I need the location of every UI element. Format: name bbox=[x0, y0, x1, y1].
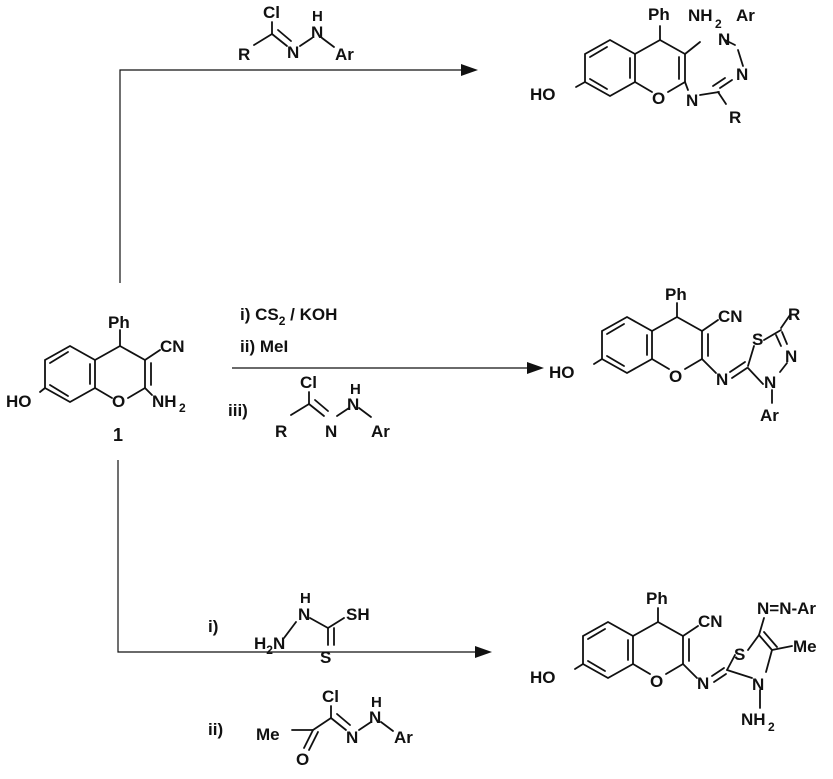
product-chromeno-triazepine: Ph NH 2 Ar N N N O R HO bbox=[530, 5, 755, 127]
label-n: N bbox=[325, 422, 337, 441]
label-n: N bbox=[718, 30, 730, 49]
label-cl: Cl bbox=[263, 3, 280, 22]
label-h: H bbox=[371, 694, 382, 711]
label-o: O bbox=[650, 672, 663, 691]
label-ph: Ph bbox=[665, 285, 687, 304]
label-nh2: NH bbox=[688, 6, 713, 25]
label-cl: Cl bbox=[300, 373, 317, 392]
label-s: S bbox=[734, 645, 745, 664]
reagent-hydrazonoyl-chloride-a: Cl R N N H Ar bbox=[238, 3, 354, 64]
label-n: N bbox=[752, 675, 764, 694]
label-o: O bbox=[669, 367, 682, 386]
reagent-step-1-label: i) bbox=[208, 617, 218, 636]
label-n: N bbox=[311, 23, 323, 42]
label-ar: Ar bbox=[371, 422, 390, 441]
label-me: Me bbox=[793, 637, 817, 656]
label-o: O bbox=[112, 392, 125, 411]
label-h: H bbox=[300, 590, 311, 607]
compound-number-label: 1 bbox=[113, 425, 123, 445]
label-o: O bbox=[652, 89, 665, 108]
label-r: R bbox=[788, 305, 800, 324]
label-h: H bbox=[312, 8, 323, 25]
label-ar: Ar bbox=[736, 6, 755, 25]
arrow-route-c bbox=[117, 460, 492, 658]
starting-material-compound-1: Ph CN O NH 2 HO 1 bbox=[6, 313, 186, 445]
label-h2n: H2N bbox=[254, 634, 285, 657]
label-r: R bbox=[729, 108, 741, 127]
product-thiazolylidene-amino-chromene: Ph CN O N S N N=N-Ar Me NH 2 HO bbox=[530, 589, 817, 734]
label-me: Me bbox=[256, 725, 280, 744]
product-thiadiazolylidene-amino-chromene: Ph CN O N S N N R Ar HO bbox=[549, 285, 800, 425]
label-n-eq-n-ar: N=N-Ar bbox=[757, 599, 816, 618]
label-n: N bbox=[716, 370, 728, 389]
label-n: N bbox=[347, 395, 359, 414]
label-n: N bbox=[346, 728, 358, 747]
label-ho: HO bbox=[6, 392, 32, 411]
label-n: N bbox=[287, 43, 299, 62]
label-r: R bbox=[238, 45, 250, 64]
label-cl: Cl bbox=[322, 687, 339, 706]
label-ph: Ph bbox=[648, 5, 670, 24]
arrow-route-a bbox=[119, 64, 478, 283]
label-nh2-subscript: 2 bbox=[715, 17, 722, 31]
label-h: H bbox=[350, 381, 361, 398]
arrow-route-b bbox=[232, 362, 544, 374]
reagents-route-c: i) H N SH S H2N ii) Cl Me N N H Ar O bbox=[208, 590, 413, 769]
label-n: N bbox=[298, 605, 310, 624]
label-n: N bbox=[764, 373, 776, 392]
label-cn: CN bbox=[160, 337, 185, 356]
label-nh2: NH bbox=[741, 710, 766, 729]
label-ar: Ar bbox=[760, 406, 779, 425]
label-ho: HO bbox=[530, 85, 556, 104]
label-n: N bbox=[697, 674, 709, 693]
label-ho: HO bbox=[549, 363, 575, 382]
label-o: O bbox=[296, 750, 309, 769]
label-n: N bbox=[785, 347, 797, 366]
label-n: N bbox=[369, 708, 381, 727]
reagent-step-2: ii) MeI bbox=[240, 337, 288, 356]
label-nh2-subscript: 2 bbox=[768, 720, 775, 734]
label-ph: Ph bbox=[646, 589, 668, 608]
reagents-route-b: i) CS2 / KOH ii) MeI iii) Cl R N N H Ar bbox=[228, 305, 390, 441]
label-cn: CN bbox=[698, 612, 723, 631]
label-s: S bbox=[320, 648, 331, 667]
label-ph: Ph bbox=[108, 313, 130, 332]
label-ar: Ar bbox=[335, 45, 354, 64]
label-n: N bbox=[686, 91, 698, 110]
reagent-step-2-label: ii) bbox=[208, 720, 223, 739]
label-n: N bbox=[736, 65, 748, 84]
label-r: R bbox=[275, 422, 287, 441]
label-s: S bbox=[752, 330, 763, 349]
reagent-step-3-label: iii) bbox=[228, 401, 248, 420]
label-ho: HO bbox=[530, 668, 556, 687]
label-sh: SH bbox=[346, 605, 370, 624]
label-nh2-subscript: 2 bbox=[179, 401, 186, 415]
label-nh2: NH bbox=[152, 392, 177, 411]
label-cn: CN bbox=[718, 307, 743, 326]
reagent-step-1: i) CS2 / KOH bbox=[240, 305, 337, 328]
label-ar: Ar bbox=[394, 728, 413, 747]
